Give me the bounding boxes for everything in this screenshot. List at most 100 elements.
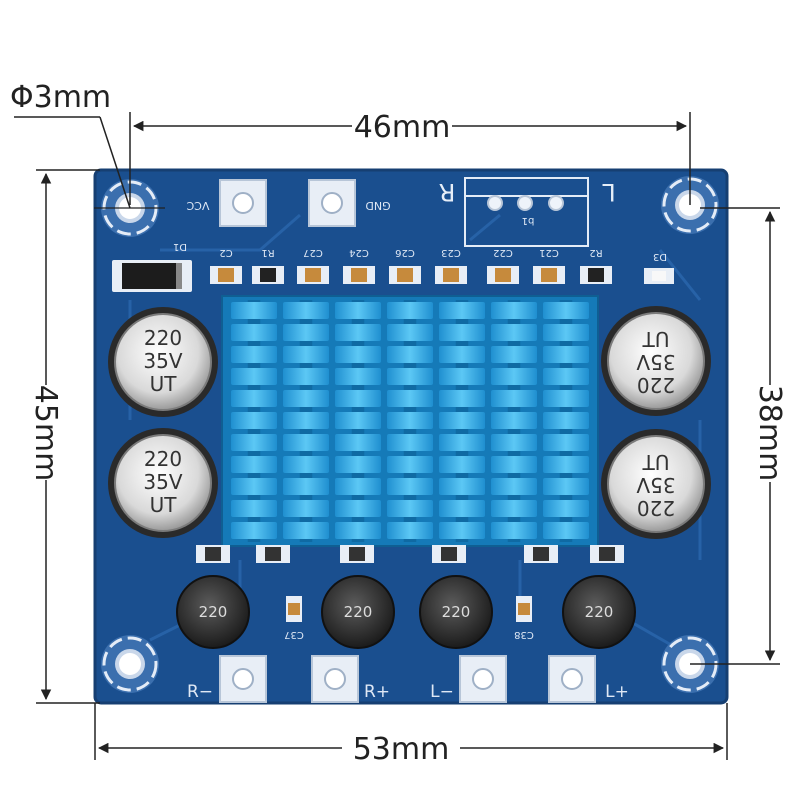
dim-board-height-label: 45mm (28, 385, 63, 482)
heatsink-fin-block (231, 500, 277, 517)
hole-leader-line (99, 116, 131, 209)
smd-label: C22 (493, 247, 513, 258)
heatsink-fin-block (543, 456, 589, 473)
smd-label: C26 (395, 247, 415, 258)
heatsink-fin-block (543, 500, 589, 517)
led-d3 (644, 268, 674, 284)
led-label: D3 (653, 251, 667, 262)
heatsink-fin-block (283, 346, 329, 363)
smd-label: C2 (219, 247, 232, 258)
capacitor-capacitance: 220 (144, 447, 182, 471)
capacitor-capacitance: 220 (637, 496, 675, 520)
smd-component-row (210, 266, 612, 284)
smd-component (580, 266, 612, 284)
output-label-r-plus: R+ (364, 682, 390, 702)
dim-hole-width-label: 46mm (354, 110, 451, 145)
output-pad-r-minus (219, 655, 267, 703)
capacitor-top-right: 220 35V UT (601, 306, 711, 416)
heatsink-fin-block (491, 346, 537, 363)
heatsink-fin-block (491, 324, 537, 341)
smd-component (297, 266, 329, 284)
capacitor-capacitance: 220 (637, 373, 675, 397)
heatsink-fin-block (543, 346, 589, 363)
heatsink (221, 295, 599, 547)
capacitor-bottom-right: 220 35V UT (601, 429, 711, 539)
heatsink-fin-block (335, 346, 381, 363)
heatsink-fin-block (439, 302, 485, 319)
smd-label: R1 (261, 247, 274, 258)
smd-component (389, 266, 421, 284)
heatsink-fin-block (283, 368, 329, 385)
output-pad-l-plus (548, 655, 596, 703)
heatsink-fin-block (335, 478, 381, 495)
heatsink-fin-block (491, 478, 537, 495)
heatsink-fin-block (439, 456, 485, 473)
heatsink-fin-block (439, 324, 485, 341)
heatsink-fin-block (231, 368, 277, 385)
heatsink-fin-block (387, 368, 433, 385)
smd-component (252, 266, 284, 284)
smd-c38 (516, 596, 532, 622)
heatsink-fin-block (387, 434, 433, 451)
diode-d1 (112, 260, 192, 292)
smd-component (210, 266, 242, 284)
heatsink-fin-block (231, 324, 277, 341)
inductor-1: 220 (176, 575, 250, 649)
smd-label: C27 (303, 247, 323, 258)
heatsink-fin-block (543, 302, 589, 319)
heatsink-fin-block (491, 522, 537, 539)
svg-text:220: 220 (442, 603, 471, 621)
output-label-l-minus: L− (430, 682, 454, 702)
heatsink-fin-block (439, 390, 485, 407)
heatsink-fin-block (491, 368, 537, 385)
heatsink-fin-block (543, 390, 589, 407)
inductor-2: 220 (321, 575, 395, 649)
smd-lower-row (196, 545, 624, 563)
heatsink-fin-block (491, 412, 537, 429)
svg-text:220: 220 (344, 603, 373, 621)
heatsink-fin-block (283, 434, 329, 451)
heatsink-fin-block (231, 478, 277, 495)
dim-board-width-label: 53mm (353, 732, 450, 767)
capacitor-top-left: 220 35V UT (108, 307, 218, 417)
svg-text:220: 220 (199, 603, 228, 621)
heatsink-fin-block (491, 302, 537, 319)
capacitor-voltage: 35V (143, 349, 182, 373)
vcc-pad (219, 179, 267, 227)
dim-hole-height-label: 38mm (752, 385, 787, 482)
heatsink-fin-block (335, 434, 381, 451)
inductor-3: 220 (419, 575, 493, 649)
heatsink-fin-block (387, 412, 433, 429)
heatsink-fin-block (543, 522, 589, 539)
heatsink-fin-block (387, 390, 433, 407)
potentiometer-label: b1 (522, 215, 535, 226)
gnd-label: GND (365, 199, 390, 212)
heatsink-fin-block (387, 478, 433, 495)
smd-label: R2 (589, 247, 602, 258)
heatsink-fin-block (543, 324, 589, 341)
c38-label: C38 (514, 629, 534, 640)
heatsink-fin-block (283, 302, 329, 319)
heatsink-fin-block (439, 522, 485, 539)
svg-text:220: 220 (585, 603, 614, 621)
right-channel-mark: R (439, 178, 456, 206)
heatsink-fin-block (335, 390, 381, 407)
heatsink-fin-block (387, 456, 433, 473)
heatsink-fin-block (335, 412, 381, 429)
heatsink-fin-block (543, 478, 589, 495)
heatsink-fin-block (231, 302, 277, 319)
heatsink-fin-block (439, 368, 485, 385)
heatsink-fin-block (283, 478, 329, 495)
heatsink-fin-block (231, 346, 277, 363)
heatsink-fin-block (335, 302, 381, 319)
heatsink-fin-block (387, 324, 433, 341)
heatsink-fin-block (283, 390, 329, 407)
heatsink-fin-block (387, 522, 433, 539)
heatsink-fin-block (283, 324, 329, 341)
vcc-label: VCC (186, 199, 209, 212)
heatsink-fin-block (387, 346, 433, 363)
heatsink-fin-block (335, 368, 381, 385)
smd-component (435, 266, 467, 284)
capacitor-bottom-left: 220 35V UT (108, 428, 218, 538)
output-pad-r-plus (311, 655, 359, 703)
